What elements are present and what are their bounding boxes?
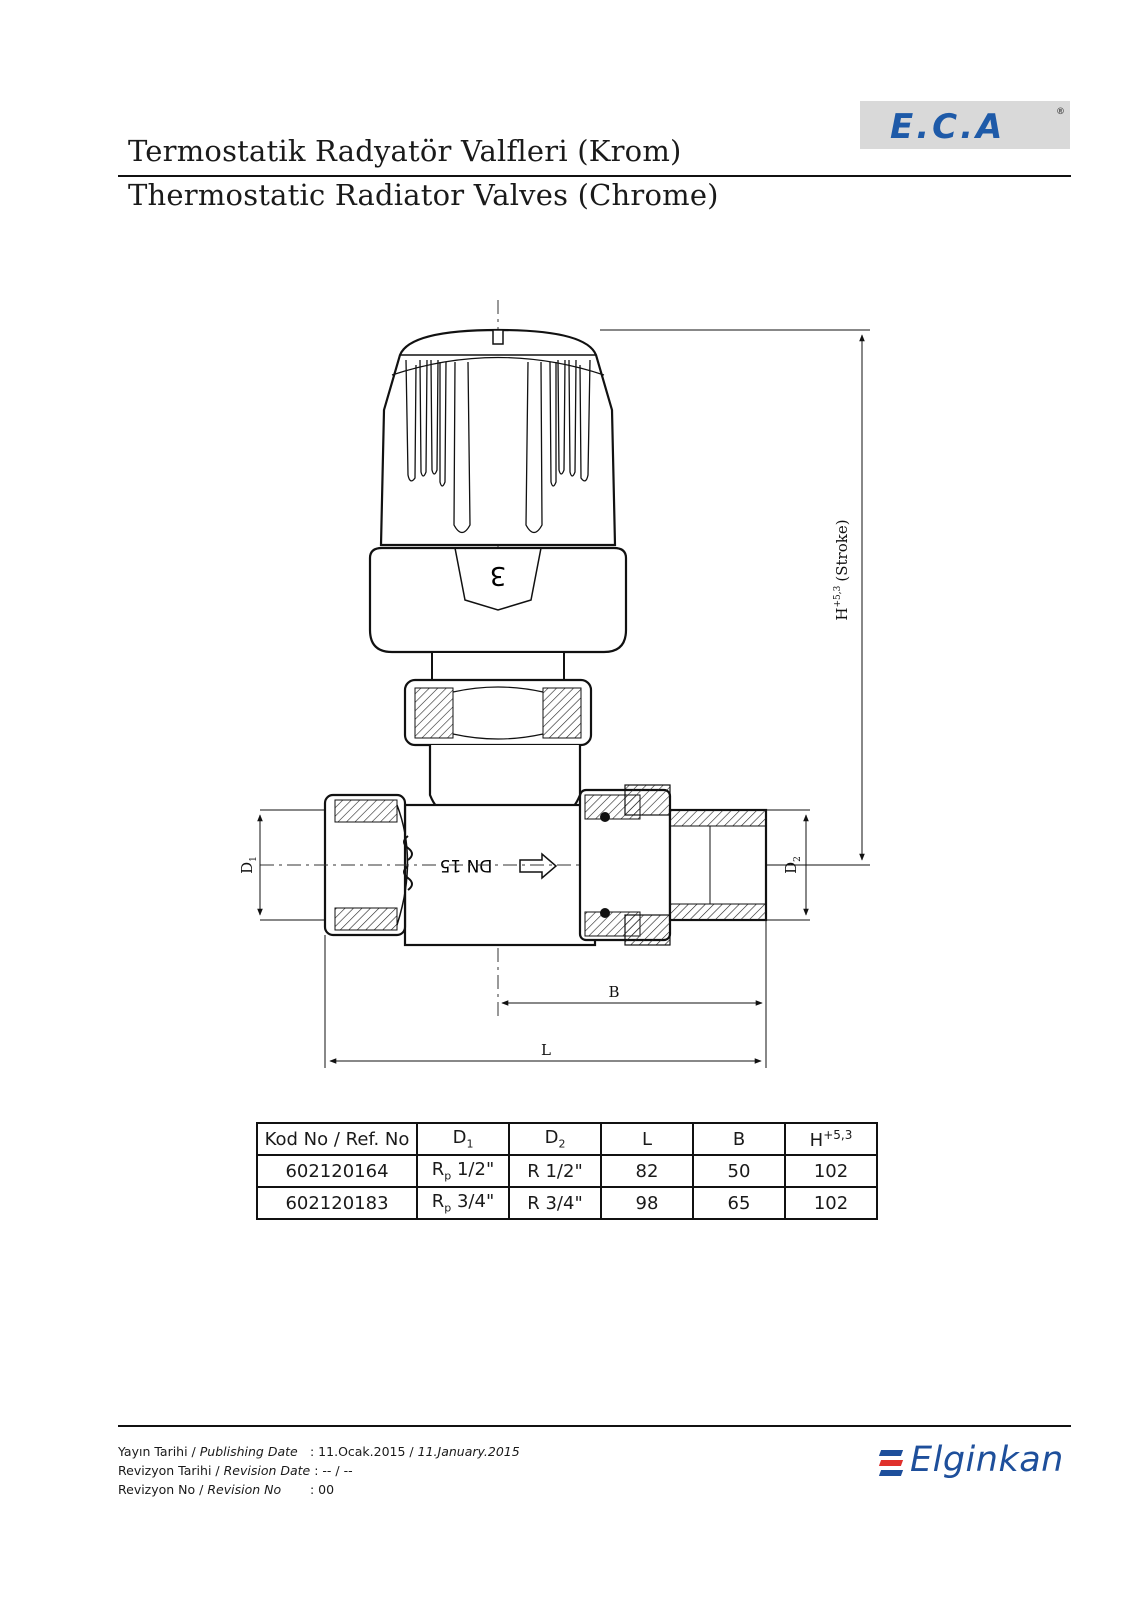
l-label: L [541, 1041, 551, 1059]
logo-bar-icon [878, 1450, 904, 1456]
h-stroke-note: (Stroke) [833, 519, 851, 581]
setting-dial: 3 [368, 546, 628, 654]
right-union [578, 784, 768, 946]
cell-d2: R 1/2" [508, 1154, 602, 1188]
valve-technical-drawing: 3 DN 15 [240, 300, 870, 1068]
coupling-nut [403, 678, 593, 747]
logo-bar-icon [878, 1460, 904, 1466]
cell-h: 102 [784, 1154, 878, 1188]
revision-no-row: Revizyon No / Revision No : 00 [118, 1482, 335, 1497]
d2-subscript: 2 [793, 856, 803, 862]
cell-code: 602120183 [256, 1186, 418, 1220]
dimension-d1: D1 [240, 809, 325, 921]
dial-setting-number: 3 [490, 560, 507, 590]
logo-bar-icon [878, 1470, 904, 1476]
thermostatic-head [379, 328, 617, 547]
svg-text:D1: D1 [240, 856, 259, 874]
elginkan-name: Elginkan [910, 1440, 1064, 1480]
header-d2: D2 [508, 1122, 602, 1156]
header-b: B [692, 1122, 786, 1156]
dimension-l: L [324, 935, 767, 1068]
table-header-row: Kod No / Ref. No D1 D2 L B H+5,3 [256, 1122, 878, 1156]
cell-l: 82 [600, 1154, 694, 1188]
flow-arrow [519, 852, 558, 880]
cell-h: 102 [784, 1186, 878, 1220]
cell-l: 98 [600, 1186, 694, 1220]
valve-body [403, 745, 597, 947]
eca-logo-text: E.C.A [890, 107, 1005, 144]
cell-b: 65 [692, 1186, 786, 1220]
cell-code: 602120164 [256, 1154, 418, 1188]
page-title-en: Thermostatic Radiator Valves (Chrome) [128, 178, 719, 212]
left-inlet [323, 793, 413, 937]
d2-label: D [782, 862, 800, 874]
dn-marking: DN 15 [440, 855, 493, 875]
cell-b: 50 [692, 1154, 786, 1188]
title-divider [118, 175, 1071, 177]
svg-text:H+5,3(Stroke): H+5,3 (Stroke) [833, 519, 851, 620]
header-d1: D1 [416, 1122, 510, 1156]
h-superscript: +5,3 [833, 585, 843, 607]
h-label: H [833, 607, 851, 620]
page-title-tr: Termostatik Radyatör Valfleri (Krom) [128, 134, 682, 168]
elginkan-logo: Elginkan [878, 1436, 1078, 1492]
revision-date-row: Revizyon Tarihi / Revision Date : -- / -… [118, 1463, 353, 1478]
spec-table: Kod No / Ref. No D1 D2 L B H+5,3 6021201… [256, 1122, 878, 1220]
publishing-date-row: Yayın Tarihi / Publishing Date : 11.Ocak… [118, 1444, 520, 1459]
header-h: H+5,3 [784, 1122, 878, 1156]
table-row: 602120164 Rp 1/2" R 1/2" 82 50 102 [256, 1154, 878, 1188]
footer-info: Yayın Tarihi / Publishing Date : 11.Ocak… [118, 1442, 520, 1499]
b-label: B [608, 983, 619, 1001]
header-code: Kod No / Ref. No [256, 1122, 418, 1156]
d1-label: D [240, 862, 256, 874]
brand-logo-background [860, 101, 1070, 149]
d1-subscript: 1 [249, 856, 259, 862]
registered-mark: ® [1056, 107, 1065, 117]
header-l: L [600, 1122, 694, 1156]
body-marking: DN 15 [440, 852, 558, 880]
dimension-h: H+5,3 (Stroke) [600, 329, 870, 866]
cell-d1: Rp 3/4" [416, 1186, 510, 1220]
table-row: 602120183 Rp 3/4" R 3/4" 98 65 102 [256, 1186, 878, 1220]
footer-divider [118, 1425, 1071, 1427]
eca-logo: E.C.A ® [890, 107, 1065, 144]
cell-d2: R 3/4" [508, 1186, 602, 1220]
cell-d1: Rp 1/2" [416, 1154, 510, 1188]
dimension-b: B [501, 920, 767, 1010]
